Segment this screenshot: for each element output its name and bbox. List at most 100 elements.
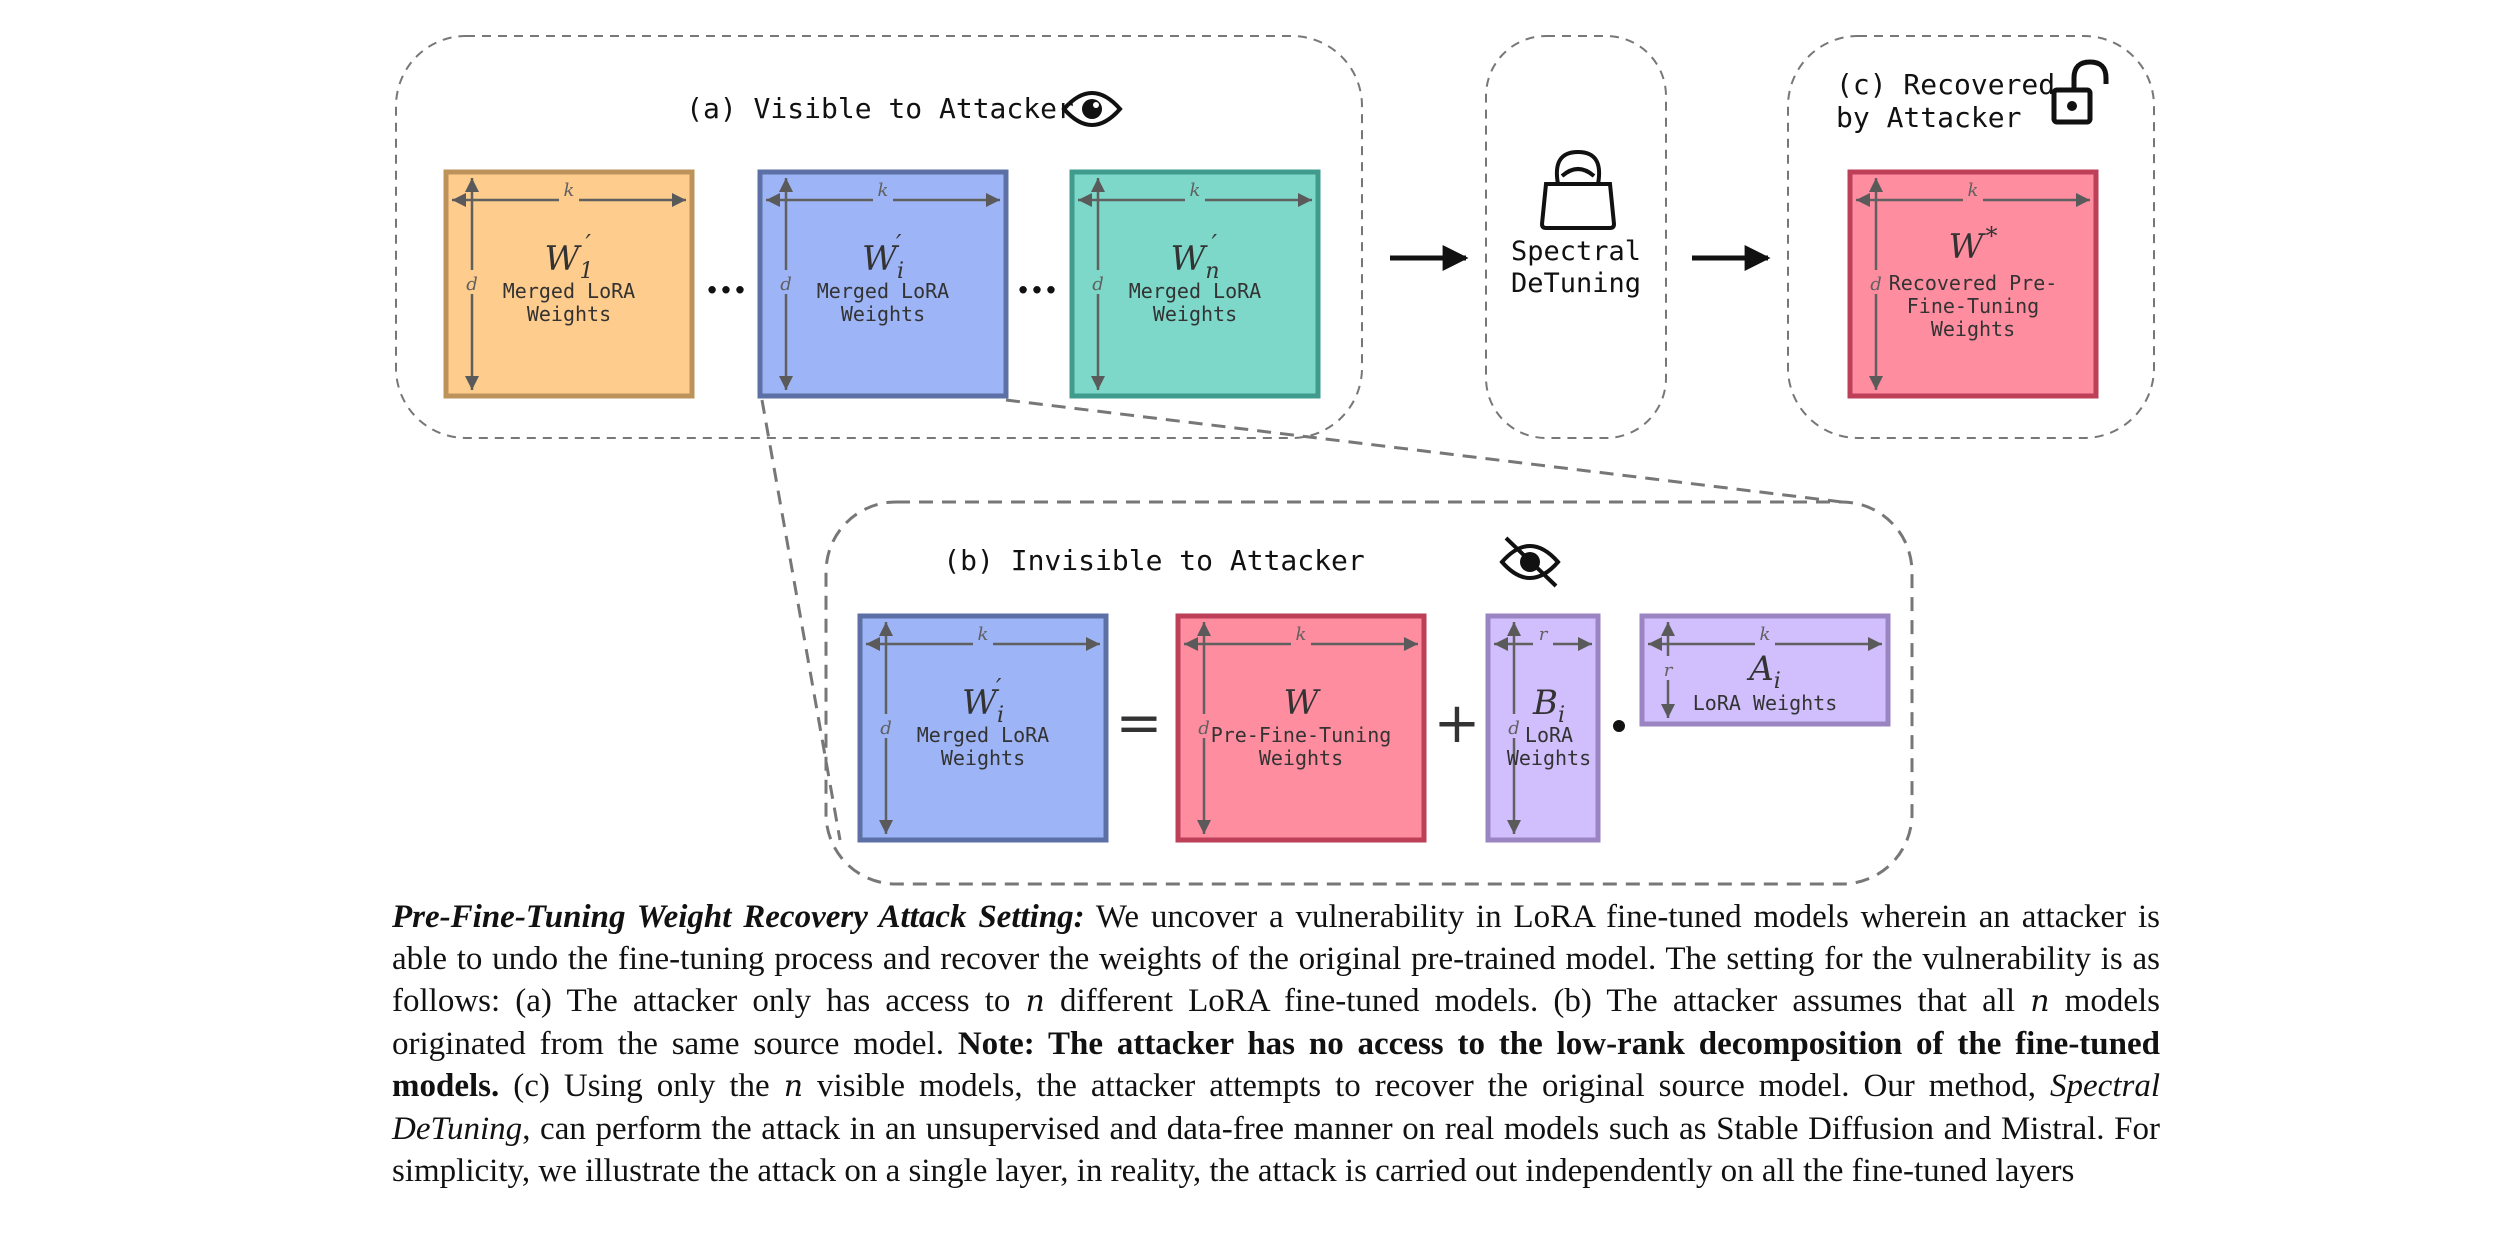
dimension-label-bg — [877, 714, 895, 738]
dimension-label-bg — [777, 270, 795, 294]
caption-lead: Pre-Fine-Tuning Weight Recovery Attack S… — [392, 899, 1085, 935]
dimension-label-horizontal: k — [978, 624, 989, 645]
matrix-description-line: Merged LoRA — [1129, 279, 1261, 303]
panel-recovered-frame — [1787, 35, 2155, 439]
caption-method: Spectral DeTuning — [392, 1068, 2161, 1147]
dimension-label-bg — [973, 628, 993, 646]
matrix-description-line: Weights — [1507, 746, 1591, 770]
caption-p3: models originated from the same source m… — [392, 983, 2161, 1062]
dimension-label-horizontal: k — [564, 180, 575, 201]
dimension-label-bg — [1195, 714, 1213, 738]
caption-p2: different LoRA fine-tuned models. (b) Th… — [1044, 983, 2031, 1019]
matrix-description-line: Weights — [941, 746, 1025, 770]
panel-invisible-frame — [824, 500, 1914, 886]
dimension-label-bg — [1533, 628, 1553, 646]
matrix-description-line: LoRA — [1525, 723, 1573, 747]
eye-slash-icon — [1499, 536, 1561, 588]
dimension-label-bg — [463, 270, 481, 294]
dimension-label-bg — [1089, 270, 1107, 294]
zoom-line-right — [1005, 398, 1843, 504]
dimension-label-bg — [559, 184, 579, 202]
panel-visible-frame — [395, 35, 1363, 439]
matrix-description-line: Fine-Tuning — [1907, 294, 2039, 318]
dimension-label-vertical: d — [1198, 718, 1210, 739]
spectral-detuning-icon — [1539, 149, 1617, 230]
dimension-label-vertical: r — [1664, 660, 1674, 681]
dimension-label-vertical: d — [466, 274, 478, 295]
matrix-description-line: Weights — [841, 302, 925, 326]
dimension-label-bg — [873, 184, 893, 202]
ellipsis-left: ··· — [705, 267, 747, 314]
matrix-description-line: Weights — [1259, 746, 1343, 770]
panel-detuning-frame — [1485, 35, 1667, 439]
panel-recovered-label-line2: by Attacker — [1836, 101, 2021, 134]
figure-caption: Pre-Fine-Tuning Weight Recovery Attack S… — [392, 896, 2160, 1192]
zoom-line-left — [760, 399, 842, 841]
plus-operator: + — [1434, 691, 1481, 756]
caption-n-2: n — [2030, 984, 2050, 1019]
matrix-description-line: Pre-Fine-Tuning — [1211, 723, 1392, 747]
matrix-symbol: Wn′ — [1170, 230, 1219, 284]
dimension-label-vertical: d — [1870, 274, 1882, 295]
matrix-symbol: Bi — [1532, 683, 1565, 728]
matrix-description-line: LoRA Weights — [1693, 691, 1838, 715]
panel-detuning-label-line1: Spectral — [1511, 236, 1641, 267]
panel-invisible-label: (b) Invisible to Attacker — [943, 544, 1364, 577]
dimension-label-vertical: d — [780, 274, 792, 295]
panel-recovered-label-line1: (c) Recovered — [1836, 68, 2055, 101]
dimension-label-horizontal: k — [1968, 180, 1979, 201]
dimension-label-bg — [1291, 628, 1311, 646]
matrix-symbol: W1′ — [545, 230, 594, 284]
dimension-label-vertical: d — [880, 718, 892, 739]
caption-note: Note: The attacker has no access to the … — [392, 1026, 2161, 1104]
caption-n-3: n — [783, 1069, 804, 1104]
matrix-description-line: Weights — [1931, 317, 2015, 341]
unlocked-padlock-icon — [2051, 59, 2109, 125]
matrix-description-line: Weights — [1153, 302, 1237, 326]
matrix-description-line: Merged LoRA — [503, 279, 635, 303]
matrix-symbol: Wi′ — [862, 230, 904, 284]
matrix-symbol: W — [1284, 683, 1322, 723]
matrix-description-line: Recovered Pre- — [1889, 271, 2058, 295]
caption-p5: visible models, the attacker attempts to… — [803, 1068, 2051, 1104]
dimension-label-bg — [1505, 714, 1523, 738]
dimension-label-horizontal: k — [1296, 624, 1307, 645]
dimension-label-horizontal: k — [878, 180, 889, 201]
equals-operator: = — [1116, 691, 1163, 756]
multiply-dot-operator — [1613, 720, 1625, 732]
panel-visible-label: (a) Visible to Attacker — [686, 92, 1074, 125]
matrix-symbol: Wi′ — [962, 674, 1004, 728]
matrix-description-line: Merged LoRA — [817, 279, 949, 303]
dimension-label-horizontal: r — [1539, 624, 1549, 645]
dimension-label-horizontal: k — [1760, 624, 1771, 645]
panel-detuning-label-line2: DeTuning — [1511, 268, 1641, 299]
dimension-label-bg — [1867, 270, 1885, 294]
dimension-label-bg — [1659, 656, 1677, 680]
caption-p6: , can perform the attack in an unsupervi… — [392, 1111, 2160, 1189]
caption-p1: We uncover a vulnerability in LoRA fine-… — [392, 899, 2160, 1019]
caption-n-1: n — [1025, 984, 1045, 1019]
eye-icon — [1061, 91, 1123, 127]
matrix-description-line: Merged LoRA — [917, 723, 1049, 747]
dimension-label-bg — [1963, 184, 1983, 202]
dimension-label-horizontal: k — [1190, 180, 1201, 201]
dimension-label-bg — [1755, 628, 1775, 646]
caption-p4: (c) Using only the — [499, 1068, 784, 1104]
dimension-label-bg — [1185, 184, 1205, 202]
matrix-symbol: W* — [1949, 222, 1998, 267]
ellipsis-right: ··· — [1016, 267, 1058, 314]
matrix-symbol: Ai — [1746, 649, 1781, 694]
matrix-description-line: Weights — [527, 302, 611, 326]
dimension-label-vertical: d — [1508, 718, 1520, 739]
dimension-label-vertical: d — [1092, 274, 1104, 295]
